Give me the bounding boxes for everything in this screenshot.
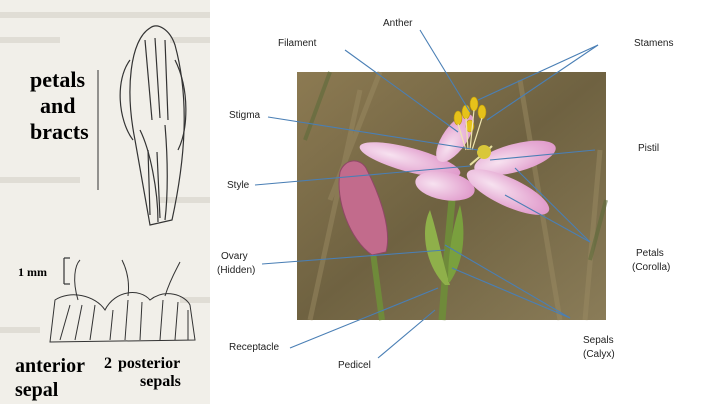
photo (297, 72, 606, 320)
label-petals: Petals (636, 248, 664, 260)
label-ovary: Ovary (221, 251, 248, 263)
label-hidden: (Hidden) (217, 265, 255, 277)
label-style: Style (227, 180, 249, 192)
label-pedicel: Pedicel (338, 360, 371, 372)
label-corolla: (Corolla) (632, 262, 670, 274)
label-sepals: Sepals (583, 335, 614, 347)
stigma-shape (477, 145, 491, 159)
label-stigma: Stigma (229, 110, 260, 122)
label-stamens: Stamens (634, 38, 673, 50)
label-receptacle: Receptacle (229, 342, 279, 354)
label-filament: Filament (278, 38, 316, 50)
label-calyx: (Calyx) (583, 349, 615, 361)
label-anther: Anther (383, 18, 412, 30)
label-pistil: Pistil (638, 143, 659, 155)
